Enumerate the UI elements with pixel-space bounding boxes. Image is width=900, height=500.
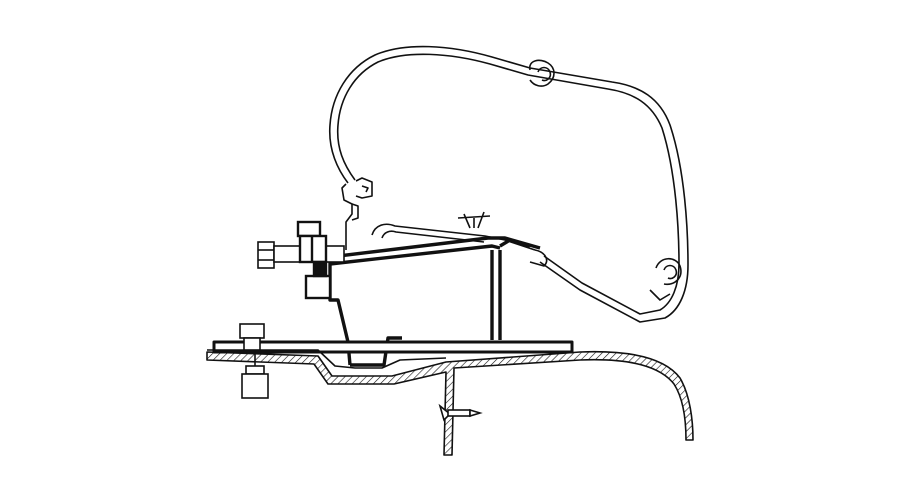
- vehicle-roof-panel: [206, 350, 694, 456]
- awning-case-profile: [328, 45, 689, 323]
- hex-bolt: [239, 323, 269, 399]
- nut: [296, 220, 332, 300]
- screw-rivet: [438, 403, 483, 422]
